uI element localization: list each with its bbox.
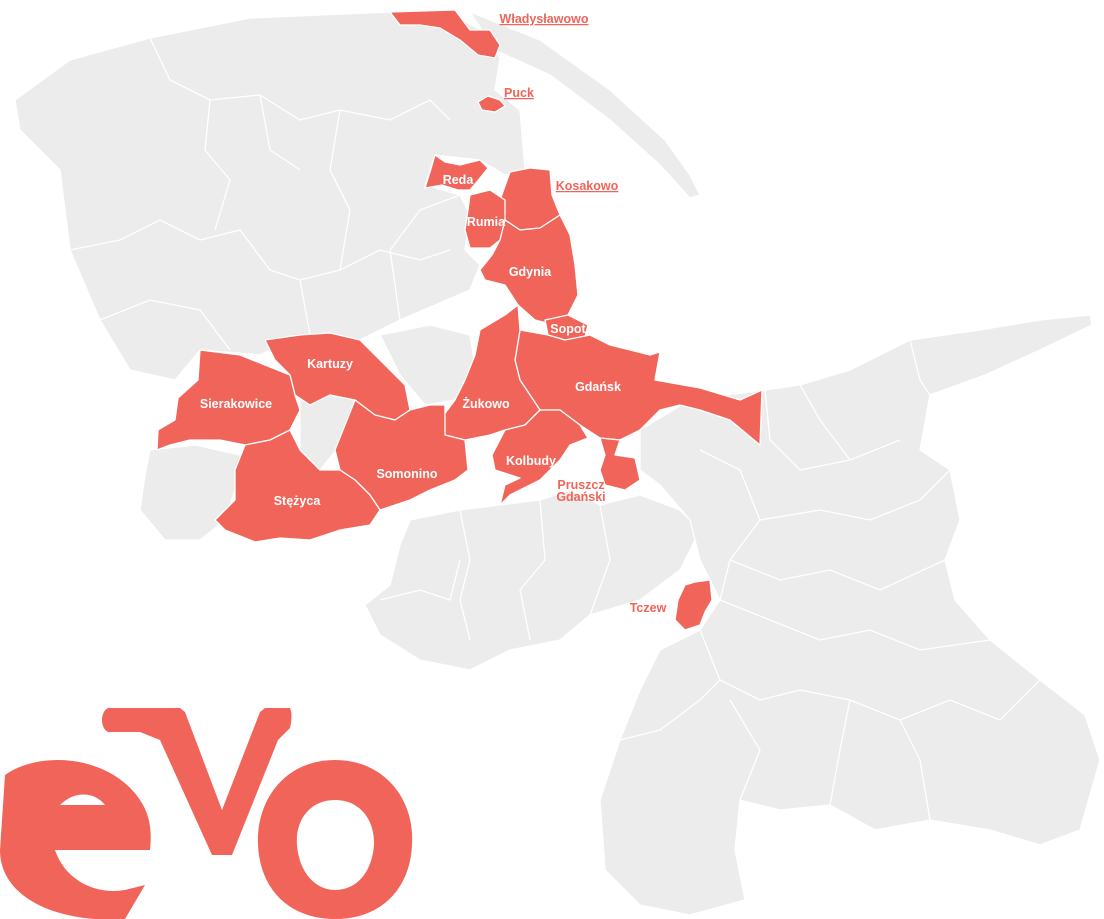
label-sierakowice: Sierakowice bbox=[200, 397, 272, 411]
inactive-borders bbox=[69, 37, 1041, 821]
region-pruszcz-gdanski[interactable] bbox=[599, 437, 641, 491]
logo-letter-e bbox=[0, 760, 151, 919]
label-rumia: Rumia bbox=[467, 215, 506, 229]
label-kartuzy: Kartuzy bbox=[307, 357, 353, 371]
label-gdynia: Gdynia bbox=[509, 265, 552, 279]
inactive-region bbox=[14, 11, 1101, 916]
label-stezyca: Stężyca bbox=[274, 494, 322, 508]
label-sopot: Sopot bbox=[550, 322, 586, 336]
label-puck[interactable]: Puck bbox=[504, 86, 534, 100]
label-kosakowo[interactable]: Kosakowo bbox=[556, 179, 619, 193]
label-pruszcz-line2: Gdański bbox=[556, 490, 605, 504]
region-kolbudy[interactable] bbox=[491, 409, 589, 506]
region-rumia[interactable] bbox=[464, 189, 506, 249]
region-tczew[interactable] bbox=[674, 579, 713, 631]
label-gdansk: Gdańsk bbox=[575, 380, 621, 394]
logo-letter-o bbox=[257, 760, 413, 919]
region-puck[interactable] bbox=[477, 95, 506, 113]
map-labels: Władysławowo Puck Kosakowo Reda Rumia Gd… bbox=[200, 12, 667, 615]
label-somonino: Somonino bbox=[376, 467, 437, 481]
region-stezyca[interactable] bbox=[214, 429, 381, 543]
label-reda: Reda bbox=[443, 173, 475, 187]
active-regions bbox=[156, 9, 763, 631]
label-kolbudy: Kolbudy bbox=[506, 454, 556, 468]
region-sierakowice[interactable] bbox=[156, 349, 301, 451]
region-wladyslawowo[interactable] bbox=[389, 9, 501, 59]
label-pruszcz-line1: Pruszcz bbox=[557, 478, 604, 492]
region-reda[interactable] bbox=[424, 154, 489, 191]
evo-logo bbox=[0, 708, 413, 919]
label-zukowo: Żukowo bbox=[462, 396, 510, 411]
logo-letter-v bbox=[102, 708, 292, 855]
label-wladyslawowo[interactable]: Władysławowo bbox=[500, 12, 589, 26]
label-tczew: Tczew bbox=[630, 601, 667, 615]
